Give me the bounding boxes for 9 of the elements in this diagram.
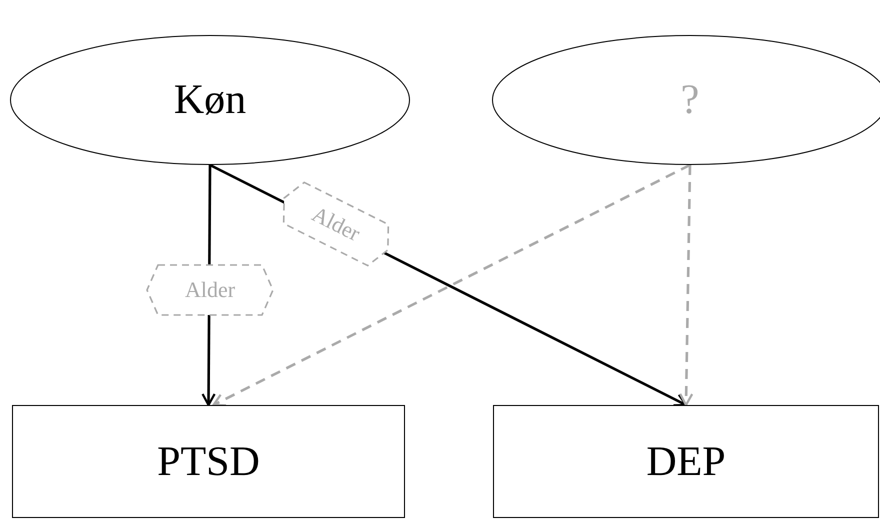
node-label: ? bbox=[680, 76, 700, 124]
ellipse-node bbox=[10, 35, 410, 165]
box-node bbox=[12, 405, 405, 518]
node-label: PTSD bbox=[157, 438, 260, 486]
node-label: Køn bbox=[174, 76, 246, 124]
dashed-arrow bbox=[679, 164, 694, 406]
box-node bbox=[493, 405, 879, 518]
node-label: DEP bbox=[646, 438, 726, 486]
edge-label: Alder bbox=[146, 264, 274, 316]
